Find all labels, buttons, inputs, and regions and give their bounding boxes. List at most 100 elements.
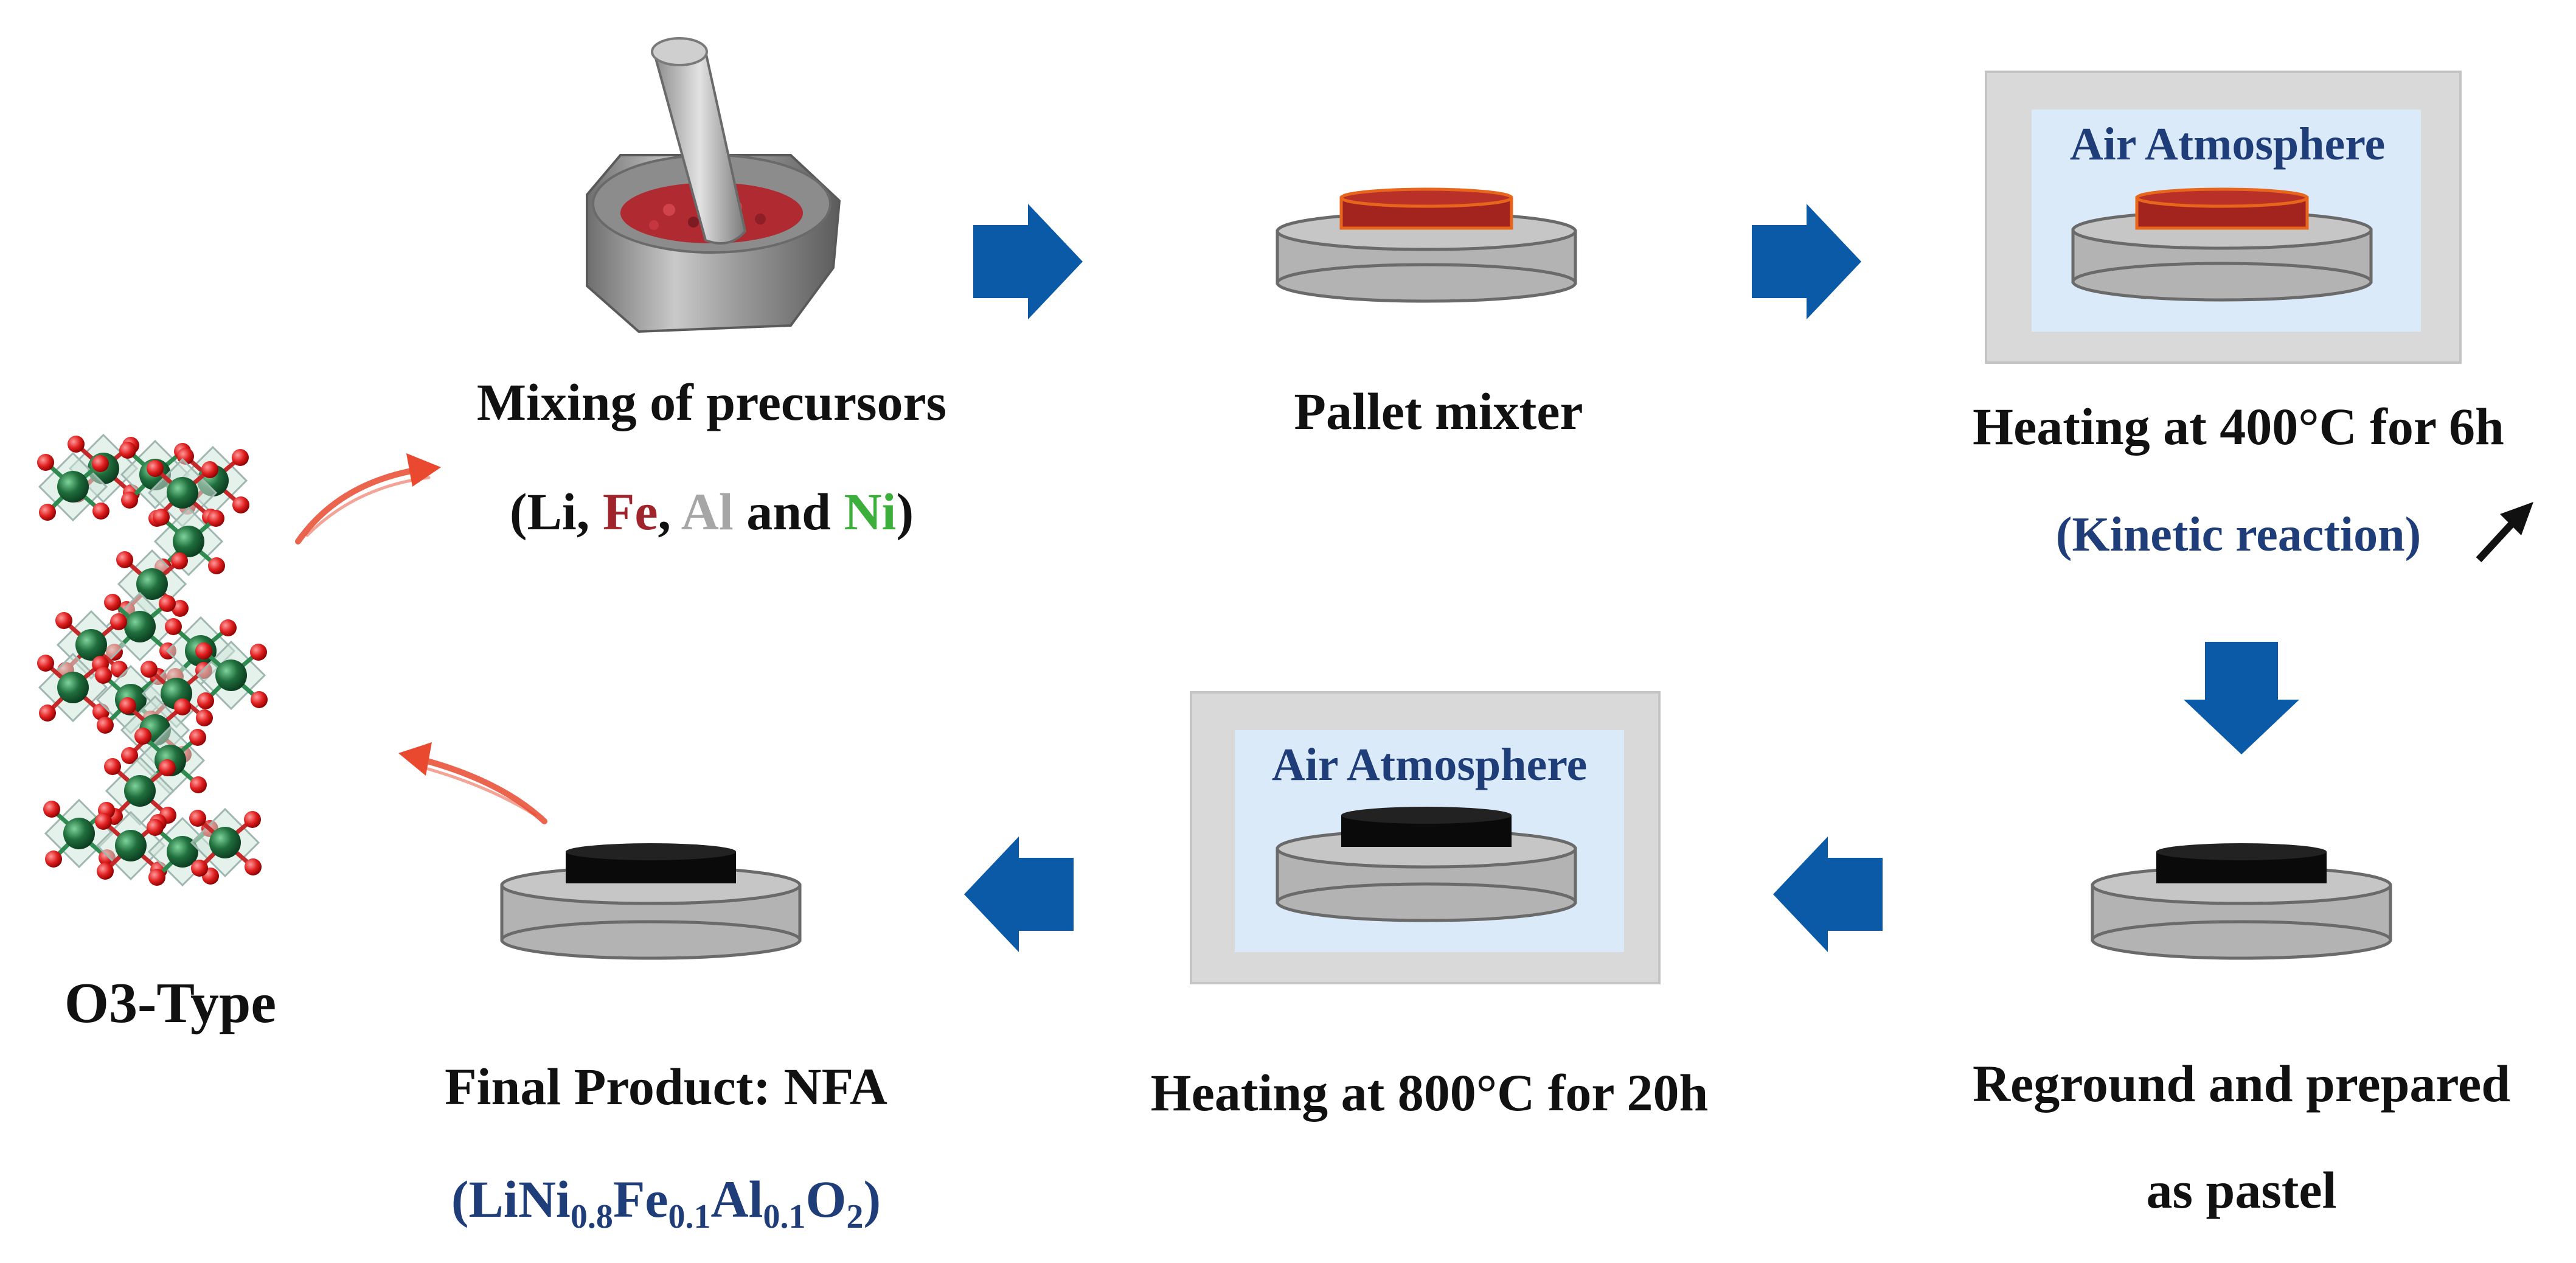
structure-type-label: O3-Type	[64, 972, 276, 1035]
oxygen-atom	[45, 851, 62, 868]
oxygen-atom	[37, 655, 54, 672]
metal-atom	[167, 836, 198, 868]
oxygen-atom	[147, 460, 164, 477]
metal-atom	[173, 526, 204, 557]
oxygen-atom	[165, 618, 182, 635]
curved-arrow-icon	[398, 742, 547, 824]
oxygen-atom	[250, 644, 267, 661]
oxygen-atom	[201, 461, 218, 478]
oxygen-atom	[245, 858, 262, 875]
metal-atom	[57, 471, 89, 503]
precursor-list: (Li, Fe, Al and Ni)	[510, 482, 914, 541]
oxygen-atom	[159, 595, 176, 612]
metal-atom	[209, 827, 241, 858]
flow-arrow-down	[2184, 642, 2299, 754]
oxygen-atom	[174, 698, 191, 715]
oxygen-atom	[43, 801, 60, 818]
oxygen-atom	[189, 729, 206, 746]
oxygen-atom	[197, 692, 214, 709]
furnace-atmosphere-label-1: Air Atmosphere	[2070, 119, 2386, 170]
mixing-step-title: Mixing of precursors	[477, 373, 946, 431]
flow-arrow-right-1	[973, 204, 1083, 319]
oxygen-atom	[191, 860, 208, 877]
metal-atom	[124, 611, 156, 642]
increase-arrow-icon	[2476, 502, 2533, 563]
formula-fe: Fe	[613, 1170, 668, 1228]
oxygen-atom	[97, 717, 114, 734]
metal-atom	[63, 818, 95, 849]
oxygen-atom	[110, 613, 127, 630]
oxygen-atom	[92, 455, 109, 472]
pellet-on-plate-icon	[2091, 843, 2392, 960]
oxygen-atom	[232, 496, 249, 513]
heat1-step-title: Heating at 400°C for 6h	[1973, 397, 2504, 456]
oxygen-atom	[39, 504, 56, 521]
oxygen-atom	[196, 709, 213, 726]
precursor-open-paren: (	[510, 482, 527, 541]
precursor-li: Li,	[527, 482, 603, 541]
formula-close: )	[863, 1170, 881, 1228]
oxygen-atom	[195, 642, 212, 659]
formula-sub-ni: 0.8	[571, 1198, 613, 1236]
formula-sub-o: 2	[846, 1198, 863, 1236]
oxygen-atom	[95, 667, 112, 684]
mortar-and-pestle-icon	[586, 37, 841, 333]
precursor-comma: ,	[658, 482, 681, 541]
oxygen-atom	[244, 811, 261, 828]
oxygen-atom	[37, 454, 54, 471]
oxygen-atom	[97, 863, 114, 880]
formula-sub-fe: 0.1	[668, 1198, 711, 1236]
oxygen-atom	[147, 819, 164, 836]
oxygen-atom	[92, 503, 109, 520]
oxygen-atom	[141, 661, 158, 678]
reground-step-line1: Reground and prepared	[1973, 1054, 2510, 1113]
oxygen-atom	[116, 551, 133, 568]
oxygen-atom	[148, 869, 165, 886]
oxygen-atom	[68, 436, 85, 453]
flow-arrow-left-2	[964, 837, 1074, 952]
reground-step-line2: as pastel	[2147, 1161, 2337, 1219]
metal-atom	[115, 830, 147, 861]
metal-atom	[215, 659, 247, 691]
oxygen-atom	[121, 492, 138, 509]
oxygen-atom	[189, 810, 206, 827]
oxygen-atom	[39, 705, 56, 722]
pellet-on-plate-icon	[500, 843, 802, 960]
precursor-and: and	[734, 482, 844, 541]
oxygen-atom	[171, 552, 188, 569]
precursor-ni: Ni	[844, 482, 896, 541]
pallet-step-title: Pallet mixter	[1294, 382, 1583, 440]
oxygen-atom	[134, 728, 151, 745]
precursor-fe: Fe	[603, 482, 658, 541]
oxygen-atom	[121, 747, 138, 764]
formula-al: Al	[711, 1170, 763, 1228]
oxygen-atom	[95, 813, 112, 830]
oxygen-atom	[153, 509, 170, 526]
furnace-atmosphere-label-2: Air Atmosphere	[1272, 739, 1588, 790]
final-product-title: Final Product: NFA	[445, 1057, 887, 1116]
oxygen-atom	[159, 759, 176, 776]
metal-atom	[167, 477, 198, 509]
formula-li-ni: (LiNi	[451, 1170, 571, 1228]
flow-arrow-left-1	[1773, 837, 1883, 952]
oxygen-atom	[232, 449, 249, 466]
oxygen-atom	[220, 619, 237, 636]
oxygen-atom	[104, 594, 121, 611]
oxygen-atom	[207, 510, 224, 527]
oxygen-atom	[119, 442, 136, 459]
kinetic-reaction-note: (Kinetic reaction)	[2056, 508, 2422, 562]
oxygen-atom	[104, 758, 121, 775]
oxygen-atom	[190, 776, 207, 793]
oxygen-atom	[208, 557, 225, 574]
flow-arrow-right-2	[1752, 204, 1861, 319]
furnace-box-icon	[1985, 71, 2462, 364]
o3-layered-crystal-structure-icon	[37, 433, 268, 887]
furnace-box-icon	[1190, 691, 1661, 984]
oxygen-atom	[251, 691, 268, 708]
oxygen-atom	[172, 600, 189, 617]
curved-arrow-icon	[295, 453, 441, 545]
precursor-al: Al	[681, 482, 734, 541]
formula-sub-al: 0.1	[763, 1198, 806, 1236]
formula-o: O	[806, 1170, 847, 1228]
